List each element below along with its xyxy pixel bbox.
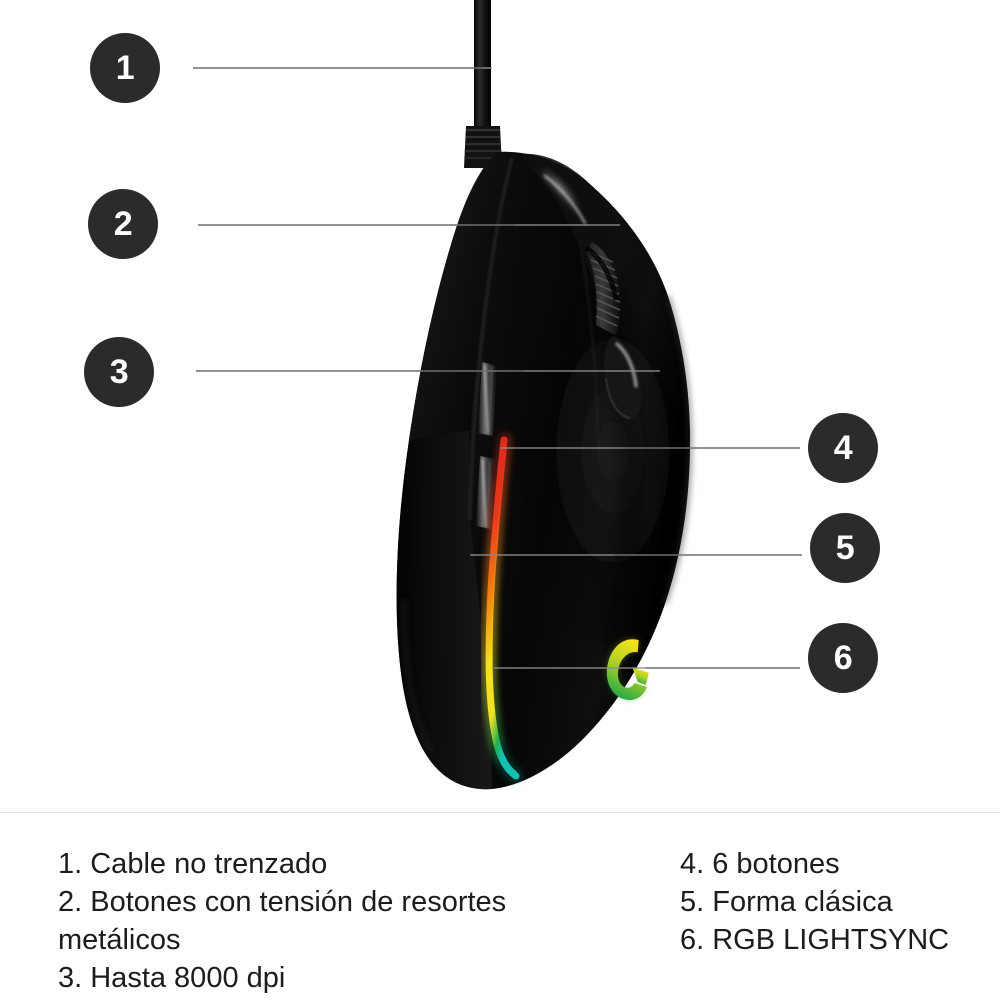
- body-sheen: [495, 280, 685, 660]
- right-button-highlight-core: [543, 174, 587, 225]
- mouse-illustration-svg: [193, 0, 802, 790]
- feature-item-1: 1. Cable no trenzado: [58, 848, 328, 880]
- feature-item-6: 6. RGB LIGHTSYNC: [680, 924, 950, 956]
- callout-badge-6[interactable]: 6: [808, 623, 878, 693]
- mouse-body: [396, 151, 693, 790]
- callout-leader-lines: [193, 67, 802, 669]
- mouse-top-shell: [409, 152, 522, 440]
- side-button-forward[interactable]: [478, 362, 497, 436]
- callout-leader-lines-over-body: [470, 67, 660, 669]
- feature-item-4: 4. 6 botones: [680, 848, 840, 880]
- mouse-cable: [464, 0, 502, 168]
- callout-badge-3[interactable]: 3: [84, 337, 154, 407]
- feature-list-left-column: 1. Cable no trenzado 2. Botones con tens…: [58, 845, 658, 997]
- rgb-lightsync-strip: [481, 432, 524, 784]
- feature-item-5: 5. Forma clásica: [680, 886, 893, 918]
- callout-badge-1[interactable]: 1: [90, 33, 160, 103]
- left-button-seam: [468, 157, 514, 521]
- feature-caption-area: 1. Cable no trenzado 2. Botones con tens…: [0, 813, 1000, 1000]
- right-click-button: [519, 153, 643, 300]
- feature-item-2-wrap: metálicos: [58, 924, 181, 956]
- dpi-button[interactable]: [604, 336, 642, 421]
- callout-badge-2[interactable]: 2: [88, 189, 158, 259]
- feature-item-3: 3. Hasta 8000 dpi: [58, 962, 286, 994]
- feature-item-2: 2. Botones con tensión de resortes: [58, 886, 507, 918]
- product-illustration-area: 1 2 3 4 5 6: [84, 0, 880, 790]
- right-rim-highlight: [663, 295, 693, 605]
- feature-list-right-column: 4. 6 botones 5. Forma clásica 6. RGB LIG…: [680, 845, 1000, 959]
- section-divider: [0, 812, 1000, 813]
- left-rim-highlight: [401, 599, 435, 754]
- scroll-wheel[interactable]: [584, 242, 623, 335]
- callout-badge-4[interactable]: 4: [808, 413, 878, 483]
- logitech-g-logo: [606, 639, 649, 701]
- callout-badge-5[interactable]: 5: [810, 513, 880, 583]
